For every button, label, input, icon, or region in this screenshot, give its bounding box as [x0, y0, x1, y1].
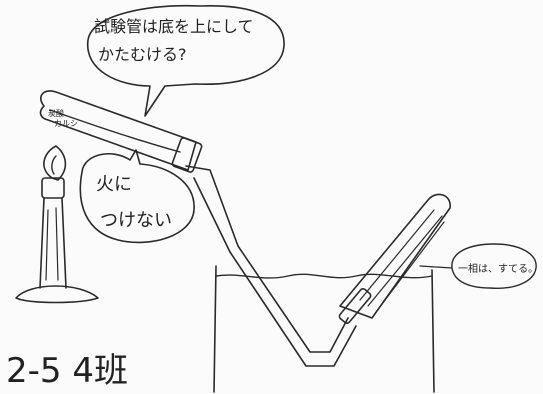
- speech-bubble-right: 一相は、すてる。: [419, 243, 538, 289]
- rubber-stopper: [171, 137, 203, 173]
- tube-label-line1: 炭酸: [48, 108, 64, 118]
- class-label: 2-5 4班: [6, 351, 128, 391]
- delivery-tube: [185, 165, 357, 367]
- callout-fire-line2: つけない: [100, 210, 172, 231]
- callout-top-line2: かたむける?: [98, 45, 187, 64]
- speech-bubble-top: 試験管は底を上にして かたむける?: [87, 4, 285, 117]
- water-trough: [213, 265, 435, 393]
- alcohol-burner: [15, 145, 99, 304]
- flame: [43, 145, 67, 181]
- callout-right-text: 一相は、すてる。: [458, 262, 538, 275]
- speech-bubble-fire: 火に つけない: [79, 149, 195, 244]
- burner-base: [15, 285, 99, 304]
- tube-label-line2: カルシ: [54, 119, 78, 128]
- callout-top-line1: 試験管は底を上にして: [94, 17, 254, 36]
- collecting-tube: [338, 193, 451, 324]
- callout-fire-line1: 火に: [96, 174, 132, 195]
- test-tube: 炭酸 カルシ: [39, 90, 203, 173]
- water-surface: [215, 273, 433, 279]
- burner-cap: [41, 177, 65, 199]
- burner-stem: [39, 197, 67, 289]
